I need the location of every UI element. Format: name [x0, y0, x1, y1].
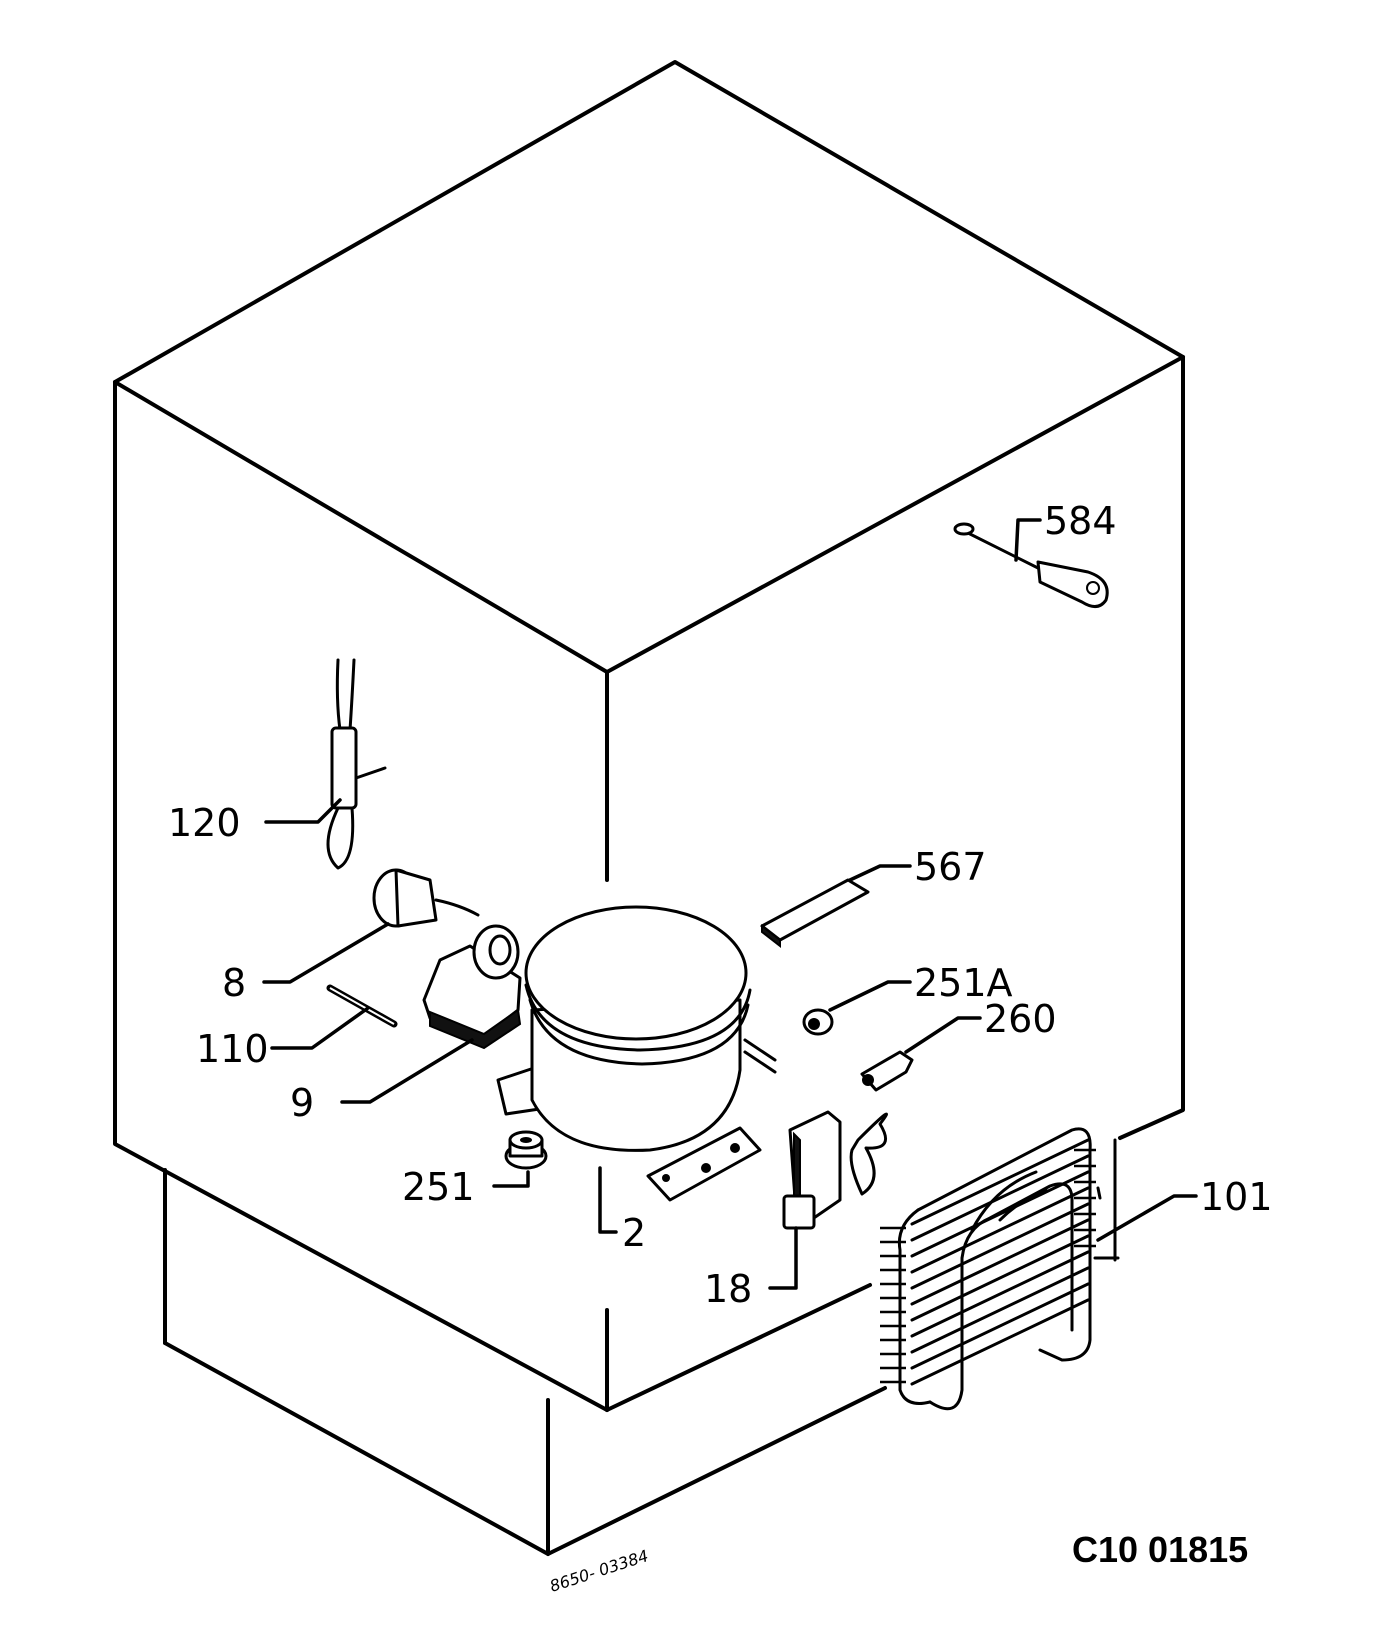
- condenser-wires: [910, 1138, 1090, 1386]
- condenser-fins: [880, 1148, 1096, 1384]
- callout-labels: 584 120 567 8 251A 260 110 9 251 101 2 1…: [168, 499, 1273, 1311]
- callout-101: 101: [1200, 1175, 1273, 1219]
- leader-lines: [262, 518, 1198, 1290]
- callout-18: 18: [704, 1267, 752, 1311]
- callout-260: 260: [984, 997, 1057, 1041]
- callout-251: 251: [402, 1165, 475, 1209]
- part-120-thermostat: [326, 658, 387, 870]
- callout-584: 584: [1044, 499, 1117, 543]
- part-9-starter: [422, 924, 522, 1050]
- part-567-plate: [760, 878, 870, 949]
- callout-8: 8: [222, 961, 246, 1005]
- part-251-foot: [504, 1130, 548, 1170]
- callout-110: 110: [196, 1027, 269, 1071]
- part-260-clip: [860, 1050, 914, 1092]
- callout-251a: 251A: [914, 961, 1013, 1005]
- part-2-compressor: [496, 905, 777, 1202]
- callout-567: 567: [914, 845, 987, 889]
- drawing-code: C10 01815: [1072, 1529, 1248, 1570]
- part-110-rod: [326, 984, 398, 1028]
- callout-120: 120: [168, 801, 241, 845]
- cabinet-outline: [113, 60, 1185, 1556]
- drawing-stamp: 8650- 03384: [547, 1546, 650, 1596]
- part-584-sensor: [953, 522, 1109, 608]
- part-18-fan: [782, 1110, 888, 1230]
- part-251a-grommet: [802, 1008, 834, 1036]
- callout-9: 9: [290, 1081, 314, 1125]
- callout-2: 2: [622, 1211, 646, 1255]
- part-8-relay: [372, 868, 480, 928]
- part-101-condenser: [880, 1127, 1096, 1411]
